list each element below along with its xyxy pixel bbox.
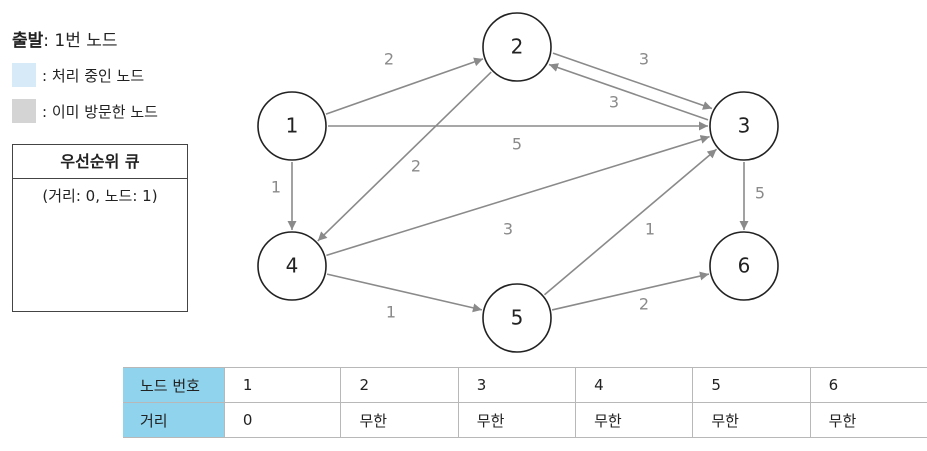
processing-swatch xyxy=(12,63,36,87)
edge-weight-5-6: 2 xyxy=(639,295,649,314)
edge-5-6 xyxy=(551,271,710,311)
edge-weight-5-3: 1 xyxy=(645,220,655,239)
node-label-3: 3 xyxy=(738,114,751,138)
start-label: 출발 xyxy=(12,31,44,51)
distance-cell: 무한 xyxy=(809,402,927,438)
node-circle-1 xyxy=(257,91,327,161)
node-label-1: 1 xyxy=(286,114,299,138)
edge-weight-1-3: 5 xyxy=(512,135,522,154)
legend-processing: : 처리 중인 노드 xyxy=(12,63,144,87)
node-label-4: 4 xyxy=(286,254,299,278)
edge-weight-4-5: 1 xyxy=(386,303,396,322)
nodes-layer: 1 2 3 4 5 6 xyxy=(257,12,779,353)
edge-3-2 xyxy=(548,63,709,121)
edge-4-5 xyxy=(326,273,483,313)
edge-1-2 xyxy=(325,57,484,115)
graph-diagram: 2 5 1 3 3 2 3 1 1 2 5 1 2 3 4 5 6 xyxy=(257,12,779,353)
distance-cell: 무한 xyxy=(340,402,459,438)
node-number-cell: 3 xyxy=(457,367,576,403)
node-number-cell: 4 xyxy=(575,367,693,403)
node-circle-3 xyxy=(709,91,779,161)
distance-cell: 0 xyxy=(223,402,341,438)
edge-weight-3-2: 3 xyxy=(609,93,619,112)
priority-queue-box: 우선순위 큐 (거리: 0, 노드: 1) xyxy=(12,144,188,312)
row-header-node-number: 노드 번호 xyxy=(123,367,225,403)
table-row-distances: 거리 0 무한 무한 무한 무한 무한 xyxy=(123,402,927,438)
edge-weight-1-2: 2 xyxy=(384,50,394,69)
node-number-cell: 1 xyxy=(223,367,341,403)
edge-weight-1-4: 1 xyxy=(271,178,281,197)
node-label-6: 6 xyxy=(738,254,751,278)
node-circle-4 xyxy=(257,231,327,301)
processing-label: : 처리 중인 노드 xyxy=(42,66,145,85)
edge-weight-2-4: 2 xyxy=(411,157,421,176)
edge-2-3 xyxy=(552,52,713,110)
distance-cell: 무한 xyxy=(692,402,811,438)
edges-layer xyxy=(287,52,749,313)
edge-5-3 xyxy=(543,148,718,296)
edge-labels-layer: 2 5 1 3 3 2 3 1 1 2 5 xyxy=(271,50,765,322)
node-circle-2 xyxy=(482,12,552,82)
priority-queue-item: (거리: 0, 노드: 1) xyxy=(42,187,158,205)
node-number-cell: 2 xyxy=(340,367,459,403)
priority-queue-title: 우선순위 큐 xyxy=(13,145,187,179)
edge-4-3 xyxy=(326,135,710,257)
distance-cell: 무한 xyxy=(575,402,693,438)
visited-swatch xyxy=(12,99,36,123)
node-number-cell: 6 xyxy=(809,367,927,403)
table-row-node-numbers: 노드 번호 1 2 3 4 5 6 xyxy=(123,367,927,403)
start-node-legend: 출발: 1번 노드 xyxy=(12,26,118,51)
node-number-cell: 5 xyxy=(692,367,811,403)
row-header-distance: 거리 xyxy=(123,402,225,438)
node-circle-5 xyxy=(482,283,552,353)
start-value: : 1번 노드 xyxy=(43,31,118,51)
node-label-2: 2 xyxy=(511,35,524,59)
distance-cell: 무한 xyxy=(457,402,576,438)
node-label-5: 5 xyxy=(511,306,524,330)
legend-visited: : 이미 방문한 노드 xyxy=(12,99,158,123)
edge-weight-3-6: 5 xyxy=(755,184,765,203)
edge-weight-4-3: 3 xyxy=(503,220,513,239)
visited-label: : 이미 방문한 노드 xyxy=(42,102,158,121)
edge-2-4 xyxy=(317,71,492,242)
node-circle-6 xyxy=(709,231,779,301)
distance-table: 노드 번호 1 2 3 4 5 6 거리 0 무한 무한 무한 무한 무한 xyxy=(123,367,927,438)
edge-weight-2-3: 3 xyxy=(639,50,649,69)
